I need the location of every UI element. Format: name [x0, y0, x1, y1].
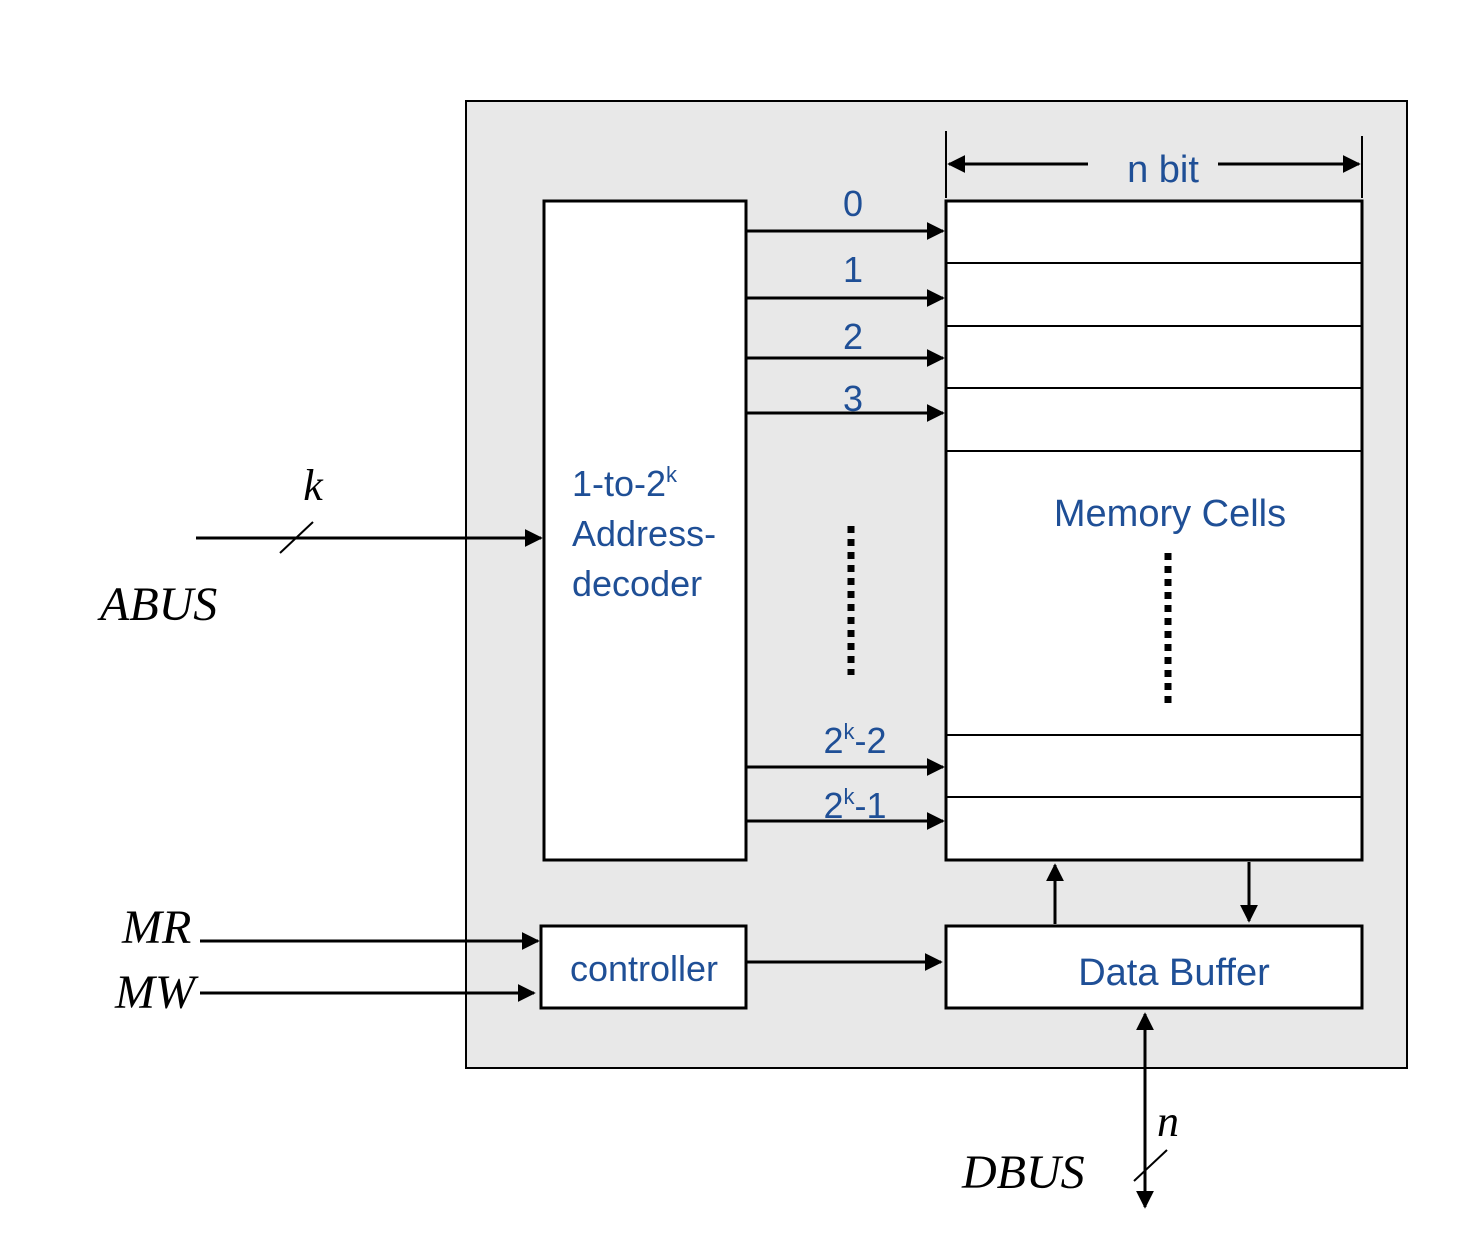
- data-buffer-label: Data Buffer: [1078, 952, 1270, 994]
- dbus-width-label: n: [1157, 1097, 1179, 1146]
- mw-label: MW: [114, 966, 199, 1019]
- output-label-0: 0: [843, 183, 863, 224]
- abus-slash: [279, 521, 314, 554]
- abus-label: ABUS: [97, 578, 217, 631]
- controller-label: controller: [570, 948, 718, 989]
- memory-cells-box: [944, 199, 1364, 862]
- output-label-1: 1: [843, 249, 863, 290]
- decoder-label-line1: 1-to-2k: [572, 462, 678, 504]
- memory-cells-label: Memory Cells: [1054, 493, 1286, 535]
- dbus-slash: [1133, 1149, 1168, 1182]
- data-buffer-box: [944, 924, 1364, 1010]
- output-label-last1: 2k-1: [823, 784, 886, 826]
- output-label-last2: 2k-2: [823, 719, 886, 761]
- decoder-label-line2: Address-: [572, 513, 716, 554]
- abus-width-label: k: [303, 461, 324, 510]
- address-decoder-box: [542, 199, 748, 862]
- decoder-label-line3: decoder: [572, 563, 702, 604]
- controller-box: [539, 924, 748, 1010]
- output-label-3: 3: [843, 378, 863, 419]
- output-label-2: 2: [843, 316, 863, 357]
- decoder-output-arrows: [746, 222, 945, 830]
- n-bit-label: n bit: [1127, 149, 1199, 191]
- mr-label: MR: [121, 901, 191, 954]
- dbus-label: DBUS: [961, 1146, 1085, 1199]
- memory-row-dividers: [946, 262, 1362, 798]
